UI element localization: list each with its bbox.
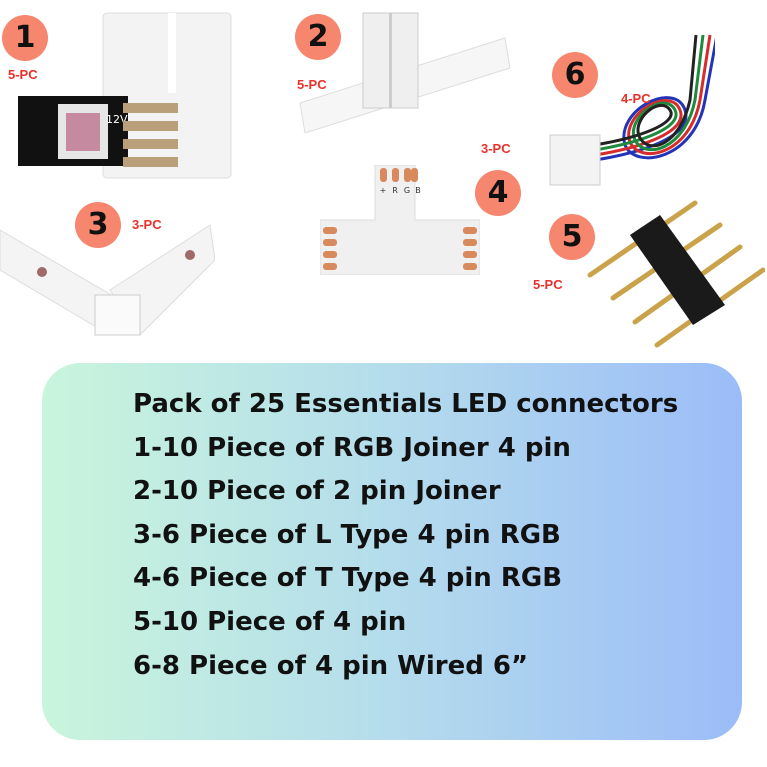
summary-item: 5-10 Piece of 4 pin [133,606,407,637]
badge-number: 3 [87,207,109,242]
summary-item: 3-6 Piece of L Type 4 pin RGB [133,519,561,550]
product-badge-1: 1 [1,13,49,63]
product-badge-5: 5 [548,212,596,262]
product-badge-6: 6 [551,50,599,100]
product-badge-2: 2 [294,12,342,62]
rgb-joiner-image: 12V [18,8,238,187]
badge-number: 6 [564,57,586,92]
product-quantity-3: 3-PC [132,217,162,232]
product-quantity-4: 3-PC [481,141,511,156]
pcb-label-b: B [415,186,421,195]
product-quantity-1: 5-PC [8,67,38,82]
badge-number: 2 [307,19,329,54]
pcb-label-plus: + [380,186,387,195]
product-quantity-6: 4-PC [621,91,651,106]
summary-item: 1-10 Piece of RGB Joiner 4 pin [133,432,571,463]
product-badge-4: 4 [474,168,522,218]
wired-connector-image [545,30,719,194]
badge-number: 4 [487,175,509,210]
summary-panel: Pack of 25 Essentials LED connectors 1-1… [42,363,742,740]
4pin-header-image [585,195,766,359]
badge-number: 1 [14,20,36,55]
badge-number: 5 [561,219,583,254]
product-quantity-2: 5-PC [297,77,327,92]
pcb-label-g: G [404,186,410,195]
summary-item: 6-8 Piece of 4 pin Wired 6” [133,650,529,681]
product-quantity-5: 5-PC [533,277,563,292]
summary-item: 4-6 Piece of T Type 4 pin RGB [133,563,563,594]
summary-item: 2-10 Piece of 2 pin Joiner [133,476,501,507]
2pin-joiner-image [295,8,515,137]
pcb-label-r: R [392,186,398,195]
voltage-label: 12V [106,113,128,126]
product-badge-3: 3 [74,200,122,250]
summary-title: Pack of 25 Essentials LED connectors [133,389,679,419]
t-type-connector-image: + R G B [319,164,481,279]
